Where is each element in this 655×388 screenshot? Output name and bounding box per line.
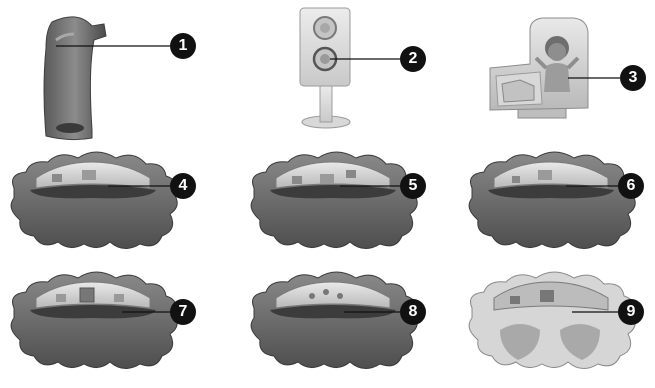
cloud-board-piece-icon	[251, 152, 417, 249]
traffic-light-icon	[300, 8, 400, 128]
cloud-board-piece-icon	[469, 152, 635, 249]
part-number-badge: 5	[400, 173, 426, 199]
part-number-badge: 2	[400, 46, 426, 72]
cloud-board-piece-icon	[11, 272, 177, 369]
cloud-board-piece-icon	[251, 272, 417, 369]
part-number-badge: 8	[400, 299, 426, 325]
part-number-badge: 7	[170, 299, 196, 325]
part-number-badge: 1	[170, 33, 196, 59]
part-number-badge: 4	[170, 173, 196, 199]
cloud-board-piece-icon	[11, 152, 177, 249]
handle-piece-icon	[44, 17, 170, 140]
child-figure-card-icon	[490, 18, 620, 118]
cloud-board-base-icon	[469, 272, 635, 369]
part-number-badge: 6	[618, 173, 644, 199]
part-number-badge: 3	[620, 65, 646, 91]
part-number-badge: 9	[618, 299, 644, 325]
